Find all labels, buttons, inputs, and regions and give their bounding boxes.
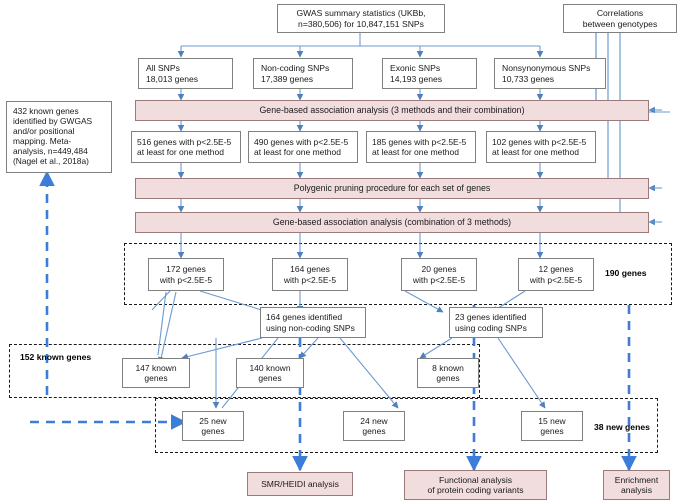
node-polygenic-pruning-procedure: Polygenic pruning procedure for each set…: [135, 178, 649, 199]
group-38-new-genes: [155, 398, 658, 453]
node-20-genes: 20 genes with p<2.5E-5: [401, 258, 477, 291]
node-exonic-snps: Exonic SNPs 14,193 genes: [382, 58, 477, 89]
node-15-new-genes: 15 new genes: [521, 411, 583, 441]
node-8-known-genes: 8 known genes: [417, 358, 479, 388]
group-label-38-new-genes: 38 new genes: [594, 422, 650, 432]
node-432-known-genes-reference: 432 known genes identified by GWGAS and/…: [6, 101, 112, 173]
node-185-genes: 185 genes with p<2.5E-5 at least for one…: [366, 131, 476, 163]
node-164-genes: 164 genes with p<2.5E-5: [272, 258, 348, 291]
node-24-new-genes: 24 new genes: [343, 411, 405, 441]
node-164-genes-noncoding-snps: 164 genes identified using non-coding SN…: [260, 307, 366, 338]
node-enrichment-analysis: Enrichment analysis: [603, 470, 670, 500]
group-label-152-known-genes: 152 known genes: [20, 352, 92, 362]
node-102-genes: 102 genes with p<2.5E-5 at least for one…: [486, 131, 596, 163]
node-140-known-genes: 140 known genes: [236, 358, 304, 388]
node-147-known-genes: 147 known genes: [122, 358, 190, 388]
group-label-190-genes: 190 genes: [605, 268, 647, 278]
node-correlations-between-genotypes: Correlations between genotypes: [563, 4, 677, 33]
node-gene-based-association-analysis-3-methods: Gene-based association analysis (3 metho…: [135, 100, 649, 121]
node-516-genes: 516 genes with p<2.5E-5 at least for one…: [131, 131, 241, 163]
node-functional-analysis: Functional analysis of protein coding va…: [404, 470, 547, 500]
node-nonsynonymous-snps: Nonsynonymous SNPs 10,733 genes: [494, 58, 606, 89]
node-gene-based-association-analysis-combination: Gene-based association analysis (combina…: [135, 212, 649, 233]
node-490-genes: 490 genes with p<2.5E-5 at least for one…: [248, 131, 358, 163]
node-non-coding-snps: Non-coding SNPs 17,389 genes: [253, 58, 353, 89]
node-smr-heidi-analysis: SMR/HEIDI analysis: [247, 472, 353, 496]
group-190-genes: [124, 243, 672, 305]
node-gwas-summary-statistics: GWAS summary statistics (UKBb, n=380,506…: [277, 4, 445, 33]
node-12-genes: 12 genes with p<2.5E-5: [518, 258, 594, 291]
node-25-new-genes: 25 new genes: [182, 411, 244, 441]
node-172-genes: 172 genes with p<2.5E-5: [148, 258, 224, 291]
node-all-snps: All SNPs 18,013 genes: [138, 58, 233, 89]
node-23-genes-coding-snps: 23 genes identified using coding SNPs: [449, 307, 543, 338]
